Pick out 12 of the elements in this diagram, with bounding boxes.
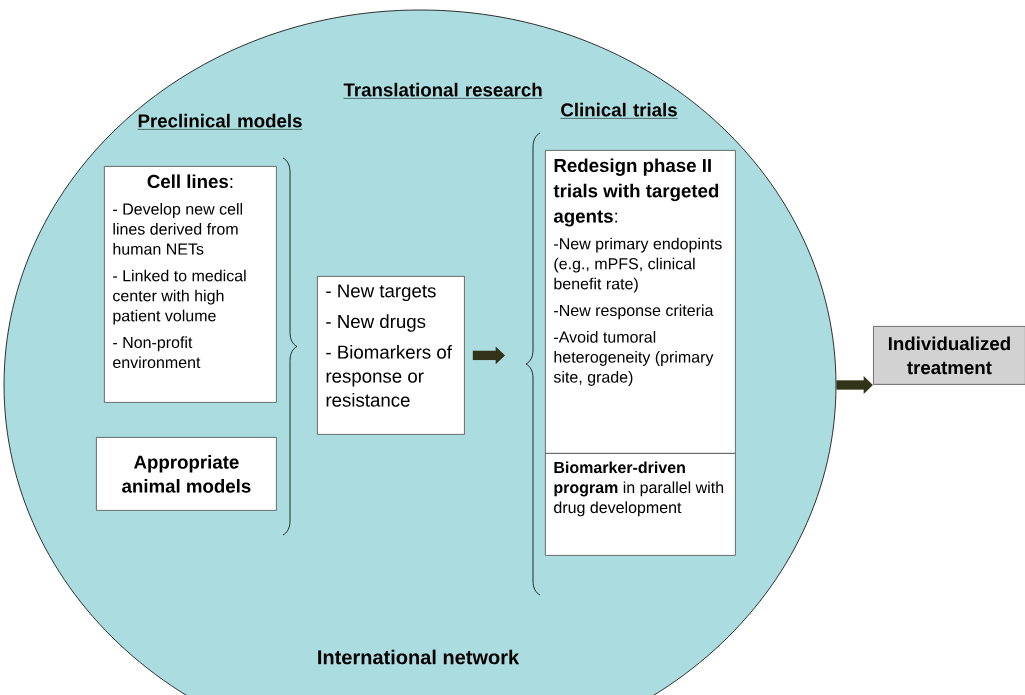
process-box: Cell lines: - Develop new cell lines derived from human NETs - Linked to medical center with high patient volume - Non-profit environment [104,166,277,403]
node-label: -New response criteria [554,304,714,320]
process-box: Biomarker-driven program in parallel with drug development [545,453,736,556]
node-label: -New primary endopints (e.g., mPFS, clinical benefit rate) [554,237,722,293]
process-box: Appropriate animal models [96,437,277,511]
node-label: Redesign phase II trials with targeted agents: [553,158,719,227]
process-box: - New targets - New drugs - Biomarkers of response or resistance [317,276,465,435]
node-label: -Avoid tumoral heterogeneity (primary site, grade) [553,331,714,386]
heading: Translational research [343,82,543,99]
heading: Preclinical models [137,113,303,130]
outcome-box: Individualized treatment [873,326,1025,385]
heading: Clinical trials [560,102,678,119]
